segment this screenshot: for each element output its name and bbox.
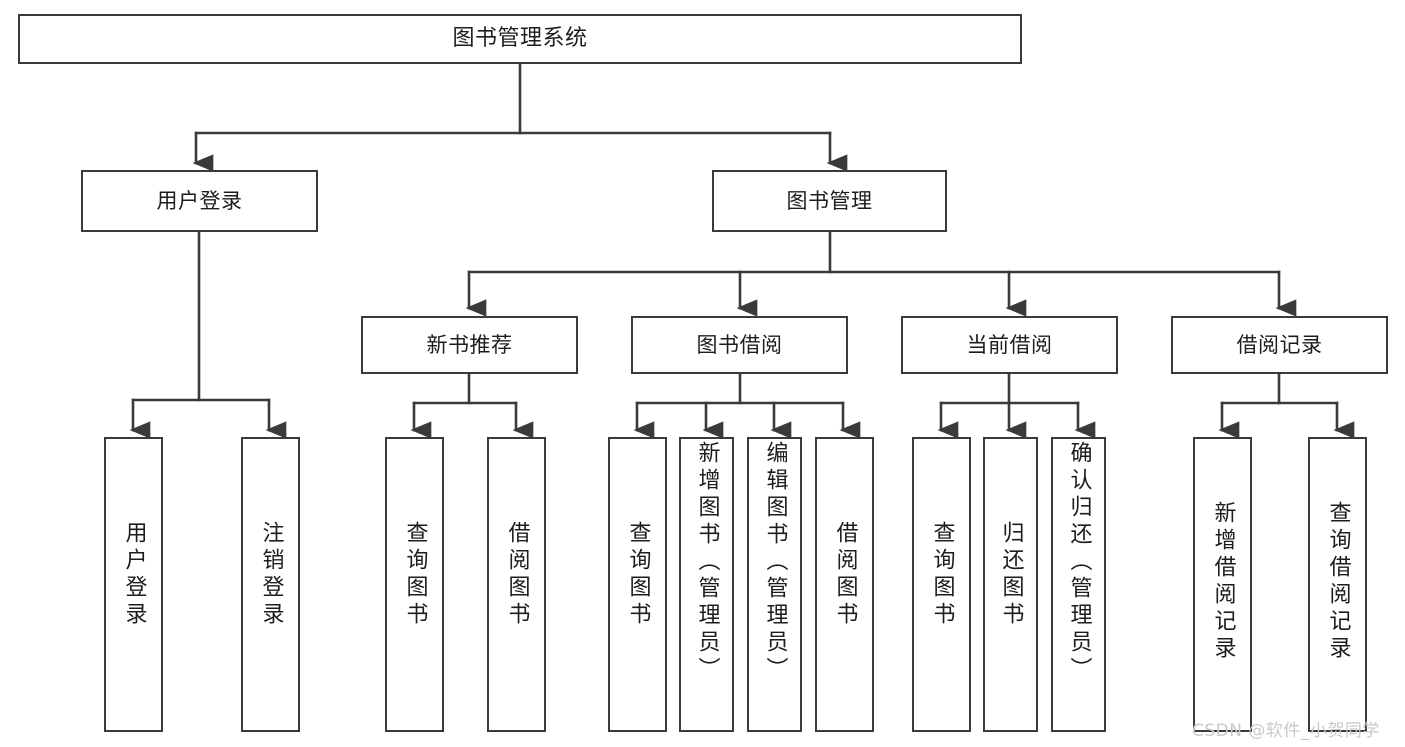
- node-new-book-recommendation[interactable]: 新书推荐: [361, 316, 578, 374]
- node-leaf-borrow-book-2[interactable]: 借阅图书: [815, 437, 874, 732]
- node-leaf-return-book[interactable]: 归还图书: [983, 437, 1038, 732]
- csdn-watermark: CSDN @软件_小贺同学: [1192, 721, 1380, 741]
- node-borrow-record[interactable]: 借阅记录: [1171, 316, 1388, 374]
- node-label: 当前借阅: [966, 332, 1053, 357]
- node-leaf-query-record[interactable]: 查询借阅记录: [1308, 437, 1367, 732]
- node-label: 归还图书: [998, 521, 1024, 629]
- node-label: 图书借阅: [696, 332, 783, 357]
- node-label: 查询借阅记录: [1325, 501, 1351, 663]
- node-leaf-user-login[interactable]: 用户登录: [104, 437, 163, 732]
- node-label: 注销登录: [258, 521, 284, 629]
- node-leaf-add-book[interactable]: 新增图书（管理员）: [679, 437, 734, 732]
- node-user-login[interactable]: 用户登录: [81, 170, 318, 232]
- node-label: 编辑图书（管理员）: [762, 441, 788, 684]
- node-label: 查询图书: [402, 521, 428, 629]
- node-leaf-logout[interactable]: 注销登录: [241, 437, 300, 732]
- node-label: 图书管理: [786, 188, 873, 213]
- node-label: 确认归还（管理员）: [1066, 441, 1092, 684]
- node-root-book-management-system[interactable]: 图书管理系统: [18, 14, 1022, 64]
- node-label: 借阅图书: [832, 521, 858, 629]
- node-current-borrow[interactable]: 当前借阅: [901, 316, 1118, 374]
- node-label: 用户登录: [121, 521, 147, 629]
- node-leaf-query-book-2[interactable]: 查询图书: [608, 437, 667, 732]
- node-label: 图书管理系统: [452, 26, 588, 52]
- node-label: 查询图书: [625, 521, 651, 629]
- node-leaf-query-book-3[interactable]: 查询图书: [912, 437, 971, 732]
- node-book-manage[interactable]: 图书管理: [712, 170, 947, 232]
- node-label: 借阅图书: [504, 521, 530, 629]
- node-label: 用户登录: [156, 188, 243, 213]
- node-leaf-confirm-return[interactable]: 确认归还（管理员）: [1051, 437, 1106, 732]
- node-leaf-edit-book[interactable]: 编辑图书（管理员）: [747, 437, 802, 732]
- node-label: 新增借阅记录: [1210, 501, 1236, 663]
- node-leaf-query-book-1[interactable]: 查询图书: [385, 437, 444, 732]
- node-label: 借阅记录: [1236, 332, 1323, 357]
- node-label: 新增图书（管理员）: [694, 441, 720, 684]
- node-leaf-borrow-book-1[interactable]: 借阅图书: [487, 437, 546, 732]
- node-label: 新书推荐: [426, 332, 513, 357]
- node-leaf-add-record[interactable]: 新增借阅记录: [1193, 437, 1252, 732]
- node-book-borrow[interactable]: 图书借阅: [631, 316, 848, 374]
- node-label: 查询图书: [929, 521, 955, 629]
